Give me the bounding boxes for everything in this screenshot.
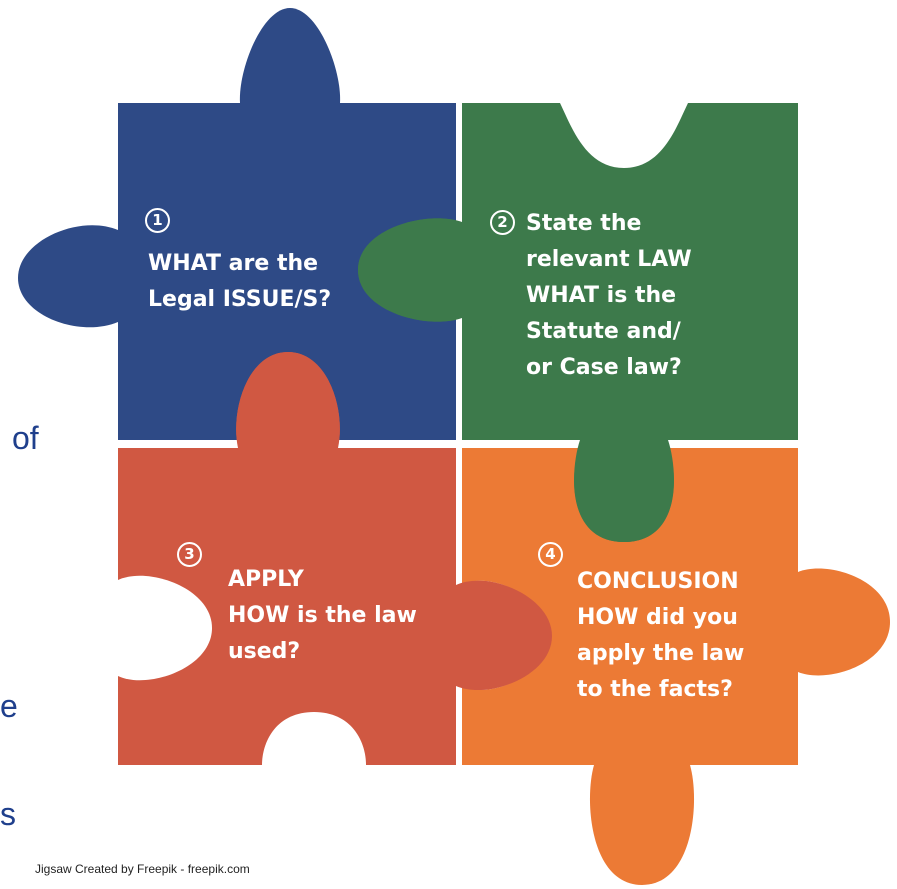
piece-1-number: 1 (145, 208, 170, 233)
piece-4-line: to the facts? (577, 677, 733, 702)
piece-3-right-knob (456, 580, 552, 691)
piece-3-line: APPLY (228, 567, 304, 592)
piece-4-label: CONCLUSION HOW did you apply the law to … (577, 564, 744, 708)
piece-3-label: APPLY HOW is the law used? (228, 562, 417, 670)
piece-4-line: HOW did you (577, 605, 738, 630)
piece-2-line: Statute and/ (526, 319, 681, 344)
piece-2-line: State the (526, 211, 642, 236)
piece-4-line: apply the law (577, 641, 745, 666)
piece-3-line: used? (228, 639, 301, 664)
piece-1-line: Legal ISSUE/S? (148, 287, 332, 312)
piece-3-top-knob (236, 352, 340, 448)
piece-1-shape (18, 8, 456, 440)
piece-3-line: HOW is the law (228, 603, 417, 628)
piece-2-label: State the relevant LAW WHAT is the Statu… (526, 206, 692, 386)
piece-4-number: 4 (538, 542, 563, 567)
piece-3-number: 3 (177, 542, 202, 567)
side-fragment-e: e (0, 688, 18, 724)
puzzle-seams (118, 103, 798, 765)
piece-2-line: relevant LAW (526, 247, 692, 272)
piece-2-line: or Case law? (526, 355, 682, 380)
piece-1-label: WHAT are the Legal ISSUE/S? (148, 246, 331, 318)
image-credit: Jigsaw Created by Freepik - freepik.com (35, 862, 250, 876)
piece-1-line: WHAT are the (148, 251, 319, 276)
piece-2-line: WHAT is the (526, 283, 677, 308)
side-fragment-of: of (12, 420, 39, 456)
piece-2-bottom-knob (574, 440, 674, 542)
piece-4-line: CONCLUSION (577, 569, 739, 594)
piece-3-shape (118, 352, 552, 765)
piece-2-left-knob (358, 218, 462, 322)
side-fragment-s: s (0, 796, 16, 832)
piece-2-shape (358, 103, 798, 542)
piece-2-number: 2 (490, 210, 515, 235)
